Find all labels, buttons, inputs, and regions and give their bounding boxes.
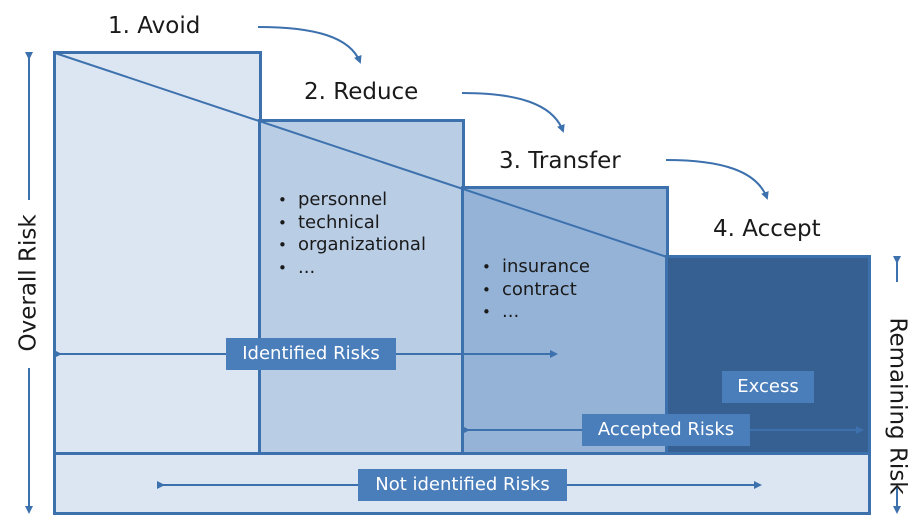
step-accept-title: 4. Accept bbox=[713, 216, 821, 242]
list-item: ... bbox=[481, 301, 590, 324]
risk-reduction-diagonal bbox=[54, 52, 668, 258]
reduce-measures-list: personnel technical organizational ... bbox=[277, 189, 426, 279]
accepted-risks-label: Accepted Risks bbox=[582, 414, 750, 446]
list-item: ... bbox=[277, 257, 426, 280]
transfer-measures-list: insurance contract ... bbox=[481, 256, 590, 324]
list-item: organizational bbox=[277, 234, 426, 257]
avoid-column bbox=[53, 51, 262, 456]
list-item: insurance bbox=[481, 256, 590, 279]
overall-risk-axis-label: Overall Risk bbox=[15, 214, 42, 352]
identified-risks-label: Identified Risks bbox=[226, 338, 396, 370]
reduce-column bbox=[258, 119, 465, 456]
step-reduce-title: 2. Reduce bbox=[304, 79, 419, 105]
step-avoid-title: 1. Avoid bbox=[108, 13, 201, 39]
not-identified-risks-label: Not identified Risks bbox=[358, 469, 567, 501]
remaining-risk-axis-label: Remaining Risk bbox=[884, 317, 911, 495]
list-item: technical bbox=[277, 212, 426, 235]
reduce-to-transfer-arrow bbox=[461, 92, 565, 133]
step-transfer-title: 3. Transfer bbox=[499, 148, 621, 174]
list-item: contract bbox=[481, 279, 590, 302]
transfer-to-accept-arrow bbox=[665, 159, 769, 200]
list-item: personnel bbox=[277, 189, 426, 212]
avoid-to-reduce-arrow bbox=[257, 26, 362, 64]
excess-label: Excess bbox=[722, 371, 814, 403]
